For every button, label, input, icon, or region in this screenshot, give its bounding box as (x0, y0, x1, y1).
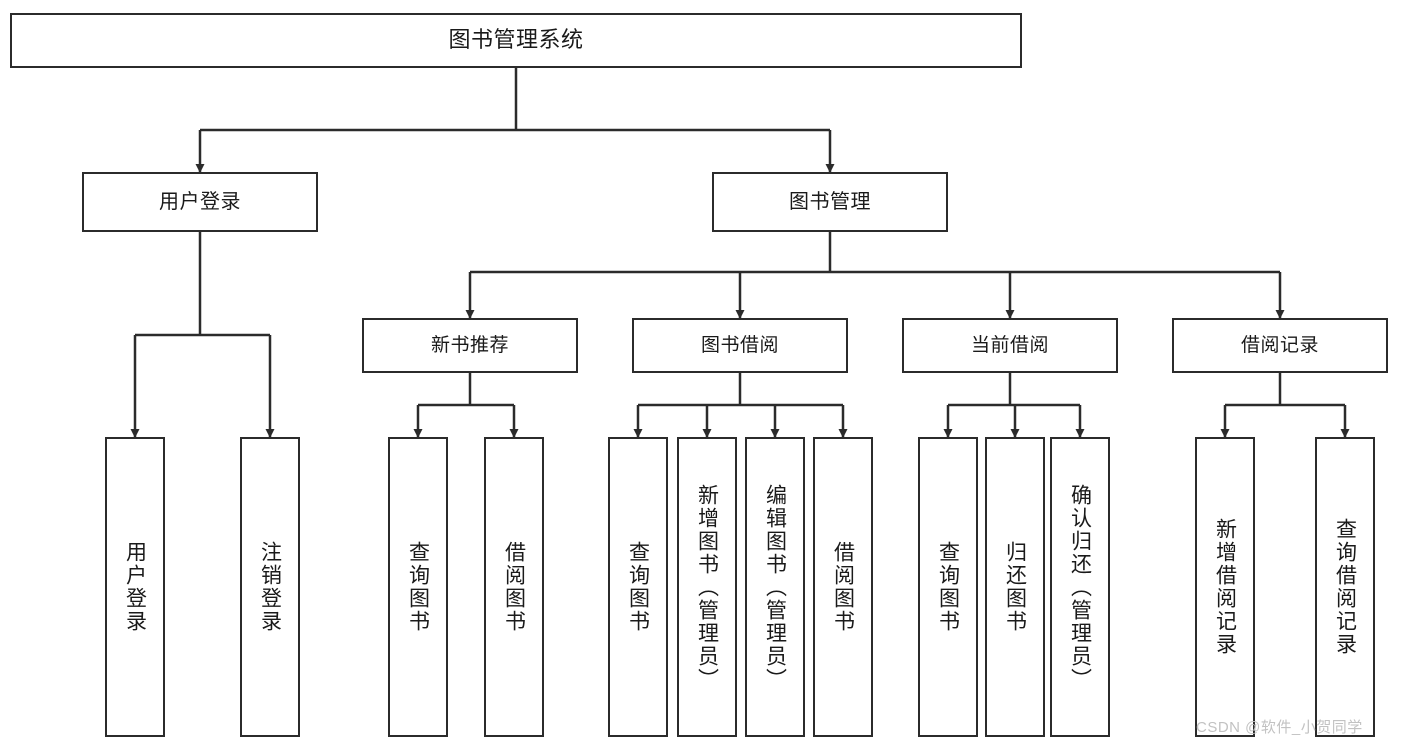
node-label: 查询借阅记录 (1333, 518, 1357, 656)
node-label: 当前借阅 (970, 334, 1049, 356)
node-label: 用户登录 (159, 190, 241, 213)
node-label: 查询图书 (406, 541, 430, 633)
node-label: 借阅图书 (502, 541, 526, 633)
node-label: 编辑图书（管理员） (763, 483, 787, 691)
level2-node-图书借阅[interactable]: 图书借阅 (632, 318, 848, 373)
node-label: 确认归还（管理员） (1068, 483, 1092, 691)
connector-paths (130, 68, 1350, 438)
leaf-node-查询图书[interactable]: 查询图书 (918, 437, 978, 737)
leaf-node-新增图书管理员[interactable]: 新增图书（管理员） (677, 437, 737, 737)
leaf-node-查询图书[interactable]: 查询图书 (608, 437, 668, 737)
node-label: 新增借阅记录 (1213, 518, 1237, 656)
root-node-图书管理系统[interactable]: 图书管理系统 (10, 13, 1022, 68)
node-label: 查询图书 (936, 541, 960, 633)
leaf-node-查询图书[interactable]: 查询图书 (388, 437, 448, 737)
level2-node-新书推荐[interactable]: 新书推荐 (362, 318, 578, 373)
level2-node-借阅记录[interactable]: 借阅记录 (1172, 318, 1388, 373)
node-label: 归还图书 (1003, 541, 1027, 633)
leaf-node-确认归还管理员[interactable]: 确认归还（管理员） (1050, 437, 1110, 737)
leaf-node-用户登录[interactable]: 用户登录 (105, 437, 165, 737)
csdn-watermark: CSDN @软件_小贺同学 (1196, 719, 1363, 736)
node-label: 注销登录 (258, 541, 282, 633)
node-label: 新书推荐 (430, 334, 509, 356)
leaf-node-编辑图书管理员[interactable]: 编辑图书（管理员） (745, 437, 805, 737)
leaf-node-借阅图书[interactable]: 借阅图书 (813, 437, 873, 737)
leaf-node-查询借阅记录[interactable]: 查询借阅记录 (1315, 437, 1375, 737)
level1-node-用户登录[interactable]: 用户登录 (82, 172, 318, 232)
leaf-node-借阅图书[interactable]: 借阅图书 (484, 437, 544, 737)
node-label: 借阅记录 (1240, 334, 1319, 356)
node-label: 查询图书 (626, 541, 650, 633)
node-label: 图书借阅 (700, 334, 779, 356)
node-label: 图书管理 (789, 190, 871, 213)
node-label: 用户登录 (123, 541, 147, 633)
leaf-node-注销登录[interactable]: 注销登录 (240, 437, 300, 737)
leaf-node-新增借阅记录[interactable]: 新增借阅记录 (1195, 437, 1255, 737)
node-label: 图书管理系统 (448, 27, 584, 53)
node-label: 借阅图书 (831, 541, 855, 633)
level2-node-当前借阅[interactable]: 当前借阅 (902, 318, 1118, 373)
leaf-node-归还图书[interactable]: 归还图书 (985, 437, 1045, 737)
level1-node-图书管理[interactable]: 图书管理 (712, 172, 948, 232)
node-label: 新增图书（管理员） (695, 483, 719, 691)
